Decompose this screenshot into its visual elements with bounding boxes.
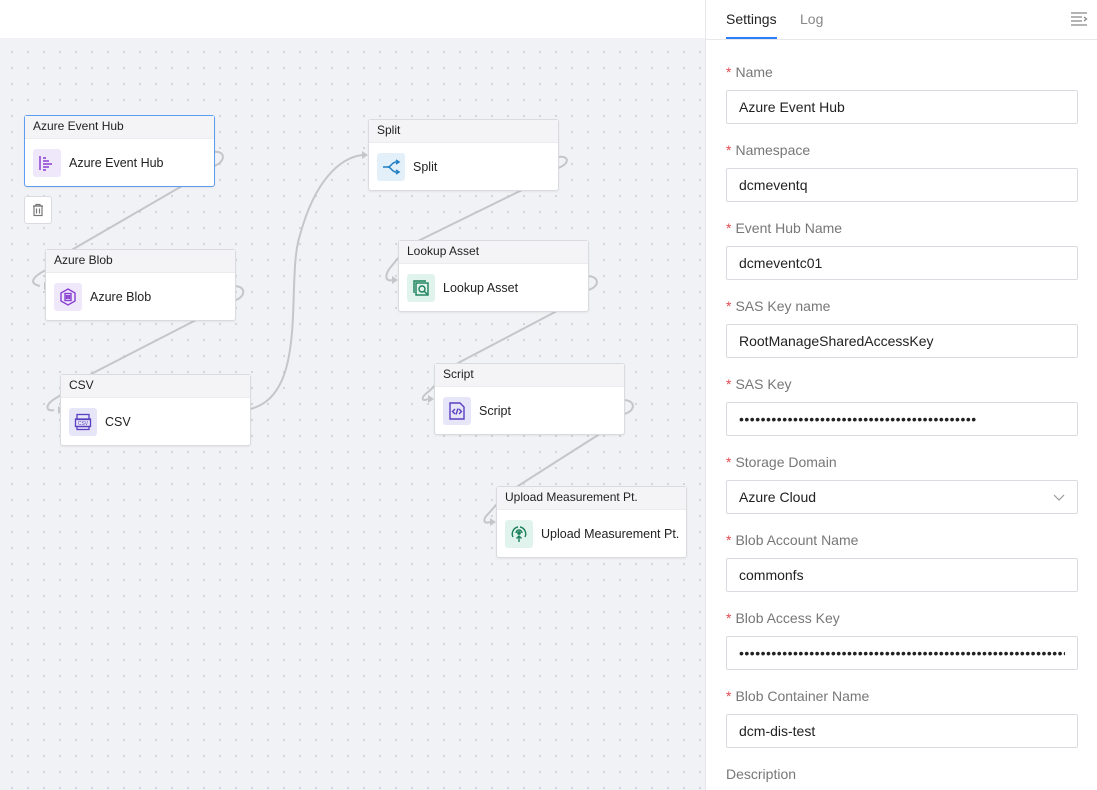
node-azure-event-hub[interactable]: Azure Event Hub Azure Event Hub (24, 115, 215, 187)
namespace-label: *Namespace (726, 142, 811, 158)
node-label: Lookup Asset (443, 281, 519, 295)
required-marker: * (726, 220, 732, 236)
panel-tabs: Settings Log (706, 0, 1097, 40)
active-tab-indicator (726, 37, 777, 39)
node-lookup-asset[interactable]: Lookup Asset Lookup Asset (398, 240, 589, 312)
chevron-down-icon (1053, 494, 1065, 501)
blob-access-key-input[interactable] (726, 636, 1078, 670)
node-title: Azure Blob (46, 250, 235, 273)
delete-node-button[interactable] (24, 196, 52, 224)
upload-measurement-icon (505, 520, 533, 548)
storage-domain-select[interactable]: Azure Cloud (726, 480, 1078, 514)
sas-key-name-input[interactable] (726, 324, 1078, 358)
sas-key-input[interactable] (726, 402, 1078, 436)
node-upload-measurement[interactable]: Upload Measurement Pt. Upload Measuremen… (496, 486, 687, 558)
blob-icon (54, 283, 82, 311)
required-marker: * (726, 376, 732, 392)
node-label: Upload Measurement Pt. (541, 527, 680, 541)
event-hub-name-input[interactable] (726, 246, 1078, 280)
collapse-menu-icon[interactable] (1070, 10, 1088, 28)
node-label: Split (413, 160, 438, 174)
node-title: Azure Event Hub (25, 116, 214, 139)
csv-icon: CSV (69, 408, 97, 436)
node-label: CSV (105, 415, 131, 429)
required-marker: * (726, 298, 732, 314)
csv-icon-text: CSV (78, 421, 89, 427)
namespace-input[interactable] (726, 168, 1078, 202)
node-title: Script (435, 364, 624, 387)
tab-settings-label: Settings (726, 11, 777, 27)
node-title: Split (369, 120, 558, 143)
node-label: Azure Blob (90, 290, 152, 304)
node-csv[interactable]: CSV CSV CSV (60, 374, 251, 446)
blob-account-name-label: *Blob Account Name (726, 532, 859, 548)
description-label: Description (726, 766, 797, 782)
storage-domain-value: Azure Cloud (739, 489, 817, 505)
node-script[interactable]: Script Script (434, 363, 625, 435)
tab-settings[interactable]: Settings (726, 0, 777, 39)
node-label: Script (479, 404, 511, 418)
node-split[interactable]: Split Split (368, 119, 559, 191)
blob-account-name-input[interactable] (726, 558, 1078, 592)
blob-container-name-input[interactable] (726, 714, 1078, 748)
node-title: CSV (61, 375, 250, 398)
node-title: Lookup Asset (399, 241, 588, 264)
required-marker: * (726, 688, 732, 704)
node-label: Azure Event Hub (69, 156, 164, 170)
required-marker: * (726, 142, 732, 158)
node-title: Upload Measurement Pt. (497, 487, 686, 510)
split-icon (377, 153, 405, 181)
required-marker: * (726, 64, 732, 80)
name-label: *Name (726, 64, 773, 80)
trash-icon (33, 203, 43, 217)
node-azure-blob[interactable]: Azure Blob Azure Blob (45, 249, 236, 321)
required-marker: * (726, 532, 732, 548)
sas-key-label: *SAS Key (726, 376, 792, 392)
event-hub-name-label: *Event Hub Name (726, 220, 843, 236)
sas-key-name-label: *SAS Key name (726, 298, 831, 314)
storage-domain-label: *Storage Domain (726, 454, 837, 470)
blob-access-key-label: *Blob Access Key (726, 610, 840, 626)
tab-log-label: Log (800, 11, 824, 27)
event-hub-icon (33, 149, 61, 177)
blob-container-name-label: *Blob Container Name (726, 688, 870, 704)
lookup-asset-icon (407, 274, 435, 302)
required-marker: * (726, 610, 732, 626)
tab-log[interactable]: Log (800, 0, 823, 38)
canvas-toolbar (0, 0, 705, 38)
name-input[interactable] (726, 90, 1078, 124)
script-icon (443, 397, 471, 425)
properties-panel: Settings Log *Name *Namespace *Event Hub… (705, 0, 1097, 790)
required-marker: * (726, 454, 732, 470)
